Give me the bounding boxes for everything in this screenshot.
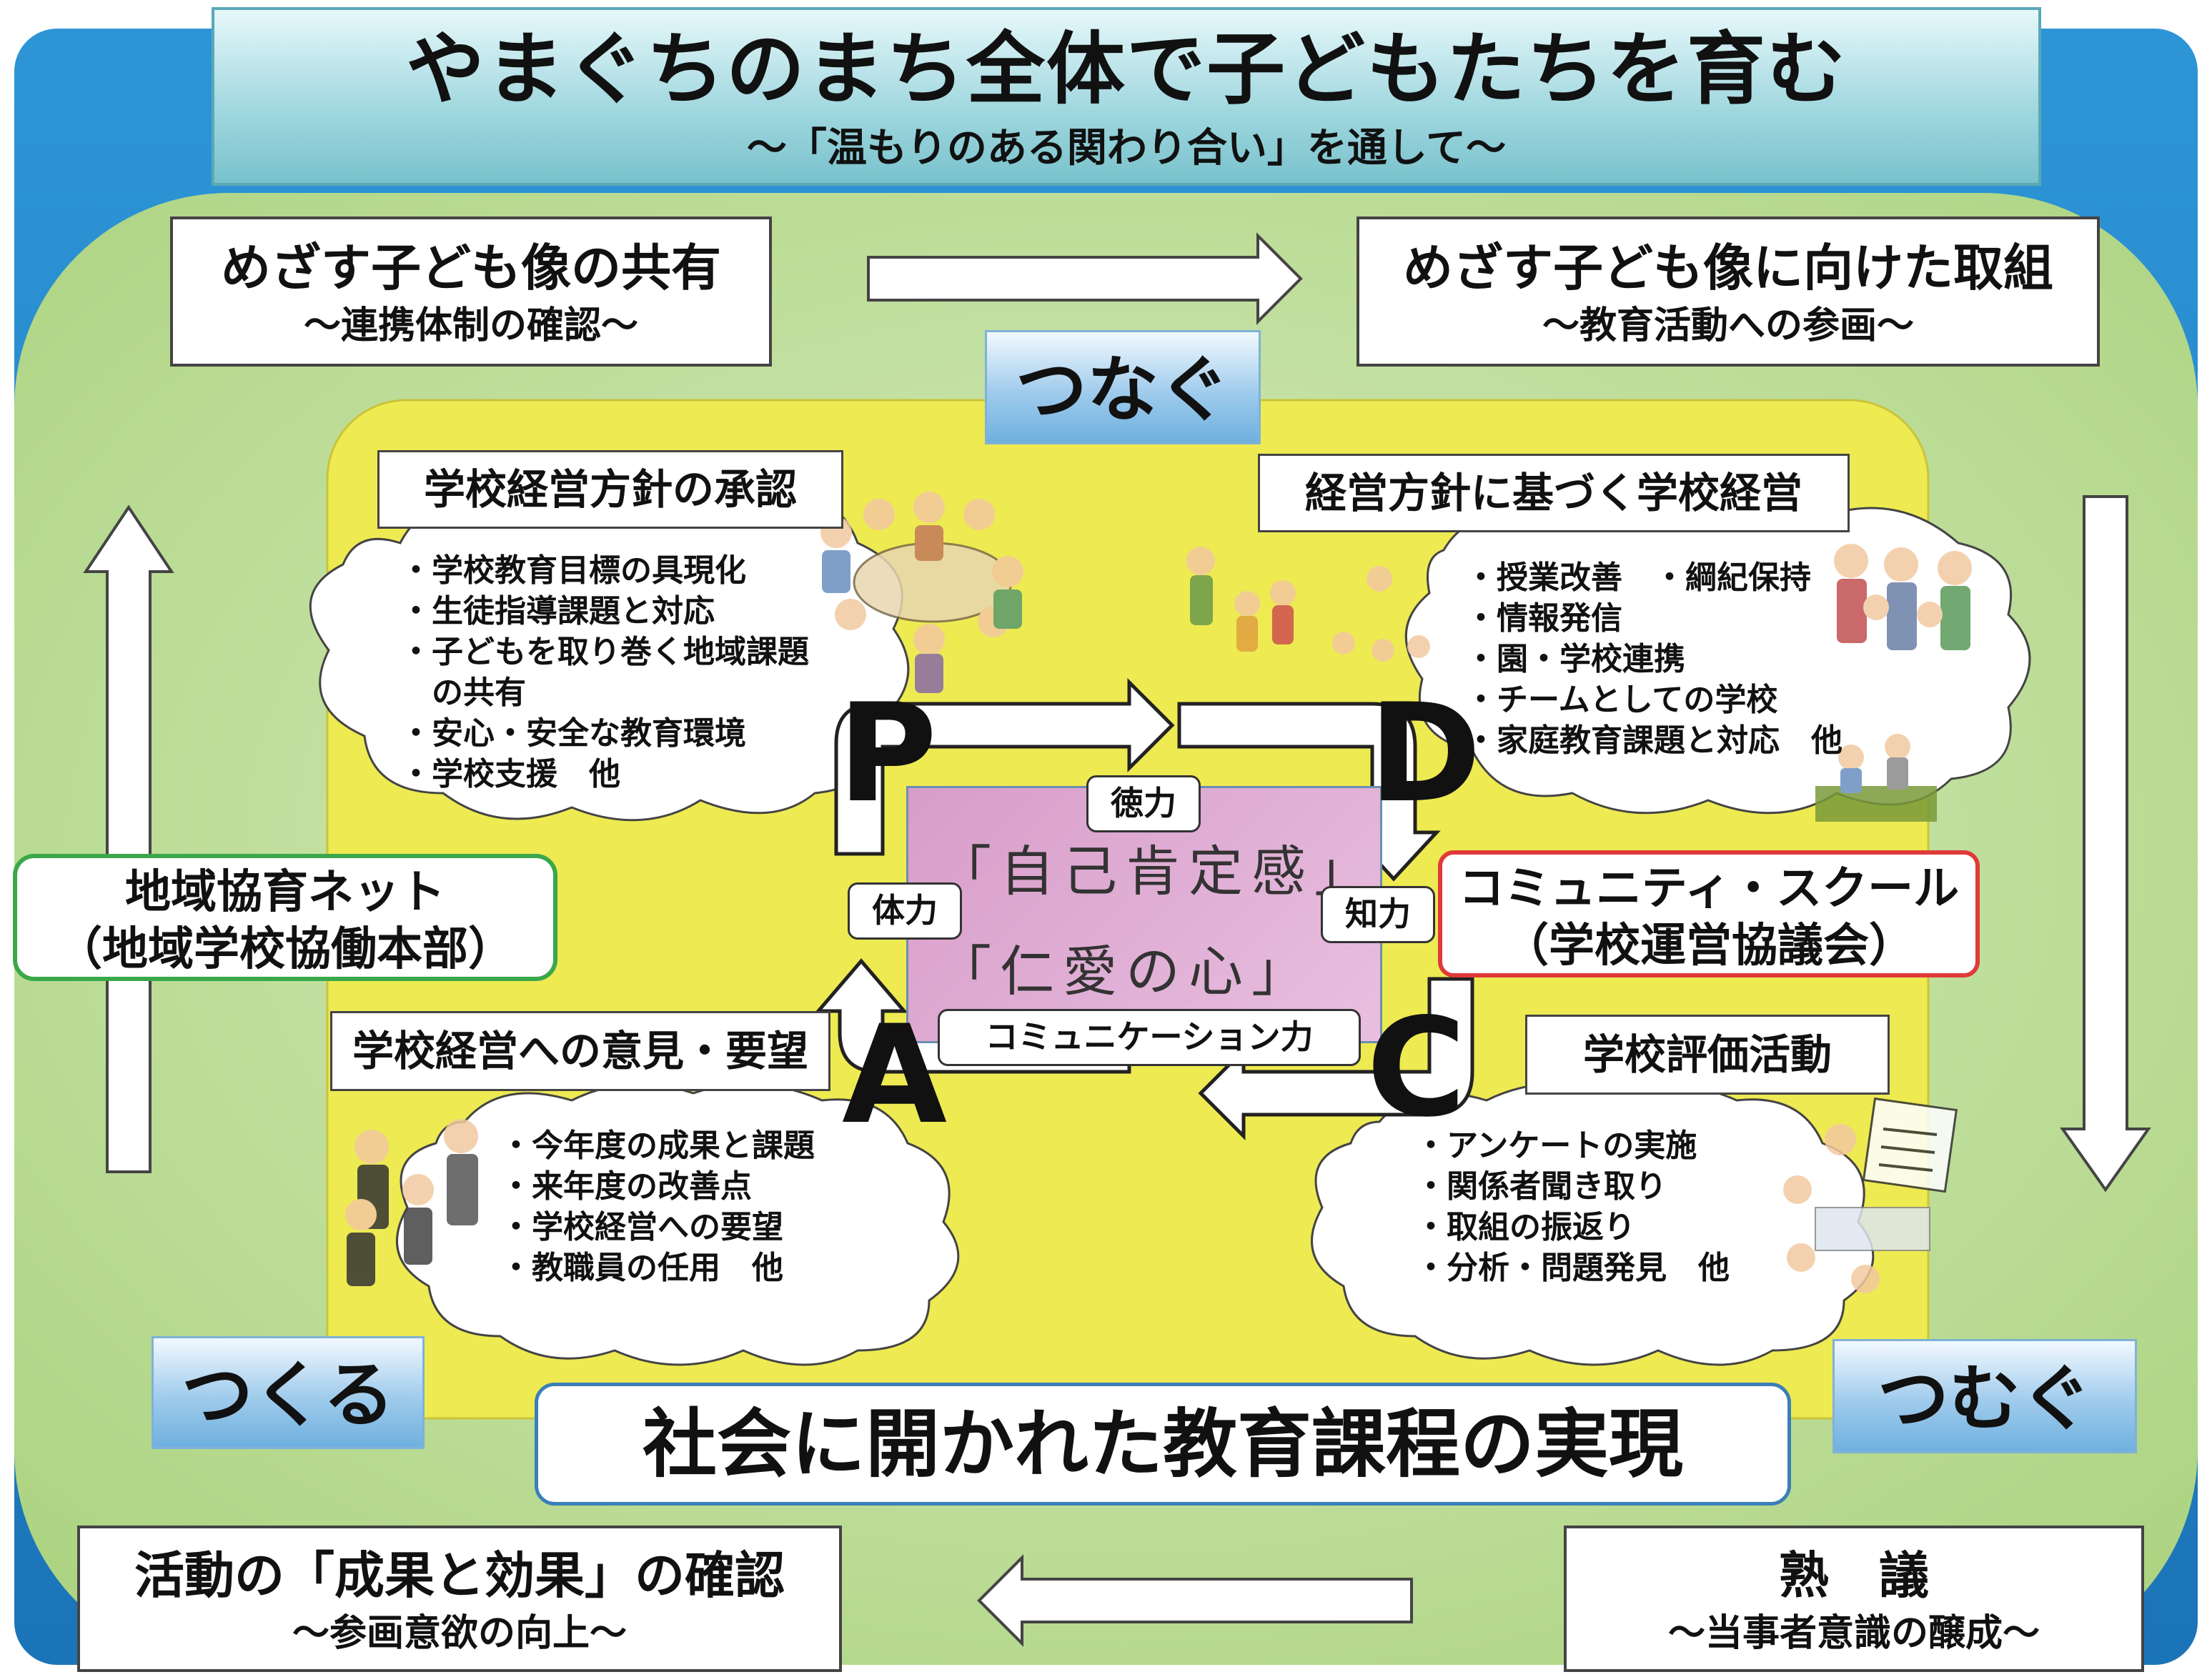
d-label: 経営方針に基づく学校経営 [1258,454,1850,532]
c-label: 学校評価活動 [1525,1015,1890,1095]
c-item: ・関係者聞き取り [1415,1168,1667,1205]
top-right-sub: ～教育活動への参画～ [1542,304,1914,347]
letter-c: C [1367,989,1467,1147]
a-item: ・来年度の改善点 [500,1168,752,1205]
p-item: ・子どもを取り巻く地域課題 [400,634,809,670]
bottom-left-main: 活動の「成果と効果」の確認 [134,1546,785,1605]
center-line2: 「仁愛の心」 [937,940,1314,1003]
bottom-right-sub: ～当事者意識の醸成～ [1667,1611,2040,1655]
d-item: ・家庭教育課題と対応 他 [1465,722,1842,759]
arrow-right-down [2060,495,2151,1193]
left-org-line2: （地域学校協働本部） [56,922,514,976]
a-label: 学校経営への意見・要望 [330,1011,830,1091]
box-top-right: めざす子ども像に向けた取組 ～教育活動への参画～ [1357,217,2100,367]
letter-a: A [842,996,948,1154]
right-org-line1: コミュニティ・スクール [1458,862,1960,915]
right-org-line2: （学校運営協議会） [1503,919,1915,972]
center-line1: 「自己肯定感」 [937,840,1377,903]
box-top-left: めざす子ども像の共有 ～連携体制の確認～ [170,217,772,367]
c-list: ・アンケートの実施 ・関係者聞き取り ・取組の振返り ・分析・問題発見 他 [1415,1125,1730,1288]
c-item: ・分析・問題発見 他 [1415,1250,1730,1286]
letter-d: D [1369,675,1482,832]
c-item: ・取組の振返り [1415,1209,1635,1245]
right-org-box: コミュニティ・スクール （学校運営協議会） [1438,850,1980,977]
bottom-right-main: 熟 議 [1779,1546,1929,1605]
tag-tai: 体力 [848,882,962,940]
arrow-top-right [867,232,1303,325]
arrow-p-to-d [834,677,1175,856]
c-item: ・アンケートの実施 [1415,1128,1697,1164]
left-org-line1: 地域協育ネット [125,865,445,919]
tag-toku: 徳力 [1086,775,1201,832]
p-item: の共有 [400,675,526,711]
p-label: 学校経営方針の承認 [377,450,843,529]
top-left-sub: ～連携体制の確認～ [303,304,638,347]
tag-communication: コミュニケーション力 [938,1009,1361,1066]
p-item: ・安心・安全な教育環境 [400,715,746,752]
illustration-discussion [345,1119,478,1286]
arrow-bottom-left [977,1554,1413,1647]
p-item: ・生徒指導課題と対応 [400,593,715,630]
a-item: ・学校経営への要望 [500,1209,783,1245]
p-item: ・学校教育目標の具現化 [400,552,746,589]
tag-tsumugu: つむぐ [1832,1339,2137,1453]
illustration-children [1186,547,1430,662]
tag-tsukuru: つくる [152,1336,425,1449]
bottom-left-sub: ～参画意欲の向上～ [292,1611,627,1655]
a-item: ・教職員の任用 他 [500,1250,783,1286]
illustration-survey [1783,1097,1958,1293]
box-bottom-right: 熟 議 ～当事者意識の醸成～ [1564,1526,2144,1672]
illustration-gardening [1815,734,1937,822]
d-item: ・チームとしての学校 [1465,682,1778,718]
p-list: ・学校教育目標の具現化 ・生徒指導課題と対応 ・子どもを取り巻く地域課題 の共有… [400,550,809,795]
d-item: ・園・学校連携 [1465,641,1685,677]
tag-tsunagu: つなぐ [985,330,1261,444]
box-bottom-left: 活動の「成果と効果」の確認 ～参画意欲の向上～ [77,1526,842,1672]
d-list: ・授業改善 ・綱紀保持 ・情報発信 ・園・学校連携 ・チームとしての学校 ・家庭… [1465,557,1842,761]
a-item: ・今年度の成果と課題 [500,1128,815,1164]
top-right-main: めざす子ども像に向けた取組 [1403,238,2053,297]
p-item: ・学校支援 他 [400,756,620,792]
illustration-family [1834,544,1972,650]
letter-p: P [838,675,938,832]
arrow-left-up [83,504,174,1173]
a-list: ・今年度の成果と課題 ・来年度の改善点 ・学校経営への要望 ・教職員の任用 他 [500,1125,815,1288]
title-main: やまぐちのまち全体で子どもたちを育む [406,23,1847,115]
d-item: ・授業改善 ・綱紀保持 [1465,559,1811,596]
title-sub: ～「温もりのある関わり合い」を通して～ [746,124,1507,171]
goal-box: 社会に開かれた教育課程の実現 [535,1383,1791,1506]
top-left-main: めざす子ども像の共有 [221,238,721,297]
left-org-box: 地域協育ネット （地域学校協働本部） [13,854,557,981]
title-banner: やまぐちのまち全体で子どもたちを育む ～「温もりのある関わり合い」を通して～ [212,7,2041,186]
tag-chi: 知力 [1321,886,1435,943]
d-item: ・情報発信 [1465,600,1622,637]
